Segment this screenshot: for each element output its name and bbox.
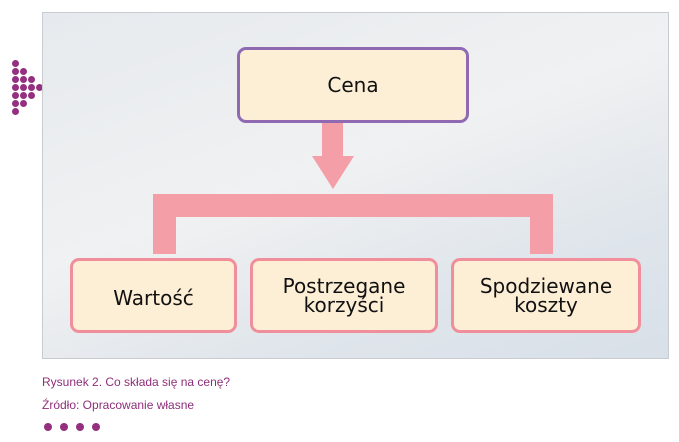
- node-spodziewane-koszty: Spodziewane koszty: [451, 258, 641, 333]
- node-label-line-1: Spodziewane: [479, 273, 613, 298]
- dot: [20, 92, 27, 99]
- node-label-line-1: Postrzegane: [282, 273, 406, 298]
- dot: [20, 68, 27, 75]
- dot: [36, 84, 43, 91]
- connector-arrow-head: [312, 156, 354, 189]
- node-label: Wartość: [113, 286, 194, 310]
- connector-bracket-bar: [153, 194, 553, 217]
- dot: [20, 100, 27, 107]
- source-caption: Źródło: Opracowanie własne: [42, 398, 195, 412]
- decorative-dots-icon: [44, 423, 104, 433]
- connector-bracket-left-leg: [153, 194, 176, 254]
- dot: [28, 92, 35, 99]
- dot: [12, 60, 19, 67]
- dot: [12, 92, 19, 99]
- node-wartosc: Wartość: [70, 258, 237, 333]
- dot: [28, 76, 35, 83]
- node-label-line-2: korzyści: [303, 292, 385, 317]
- diagram-panel: Cena Wartość Postrzegane korzyści Spodzi…: [42, 12, 669, 359]
- connector-bracket-right-leg: [530, 194, 553, 254]
- dot: [12, 108, 19, 115]
- dot: [28, 84, 35, 91]
- dot: [20, 76, 27, 83]
- dot: [12, 76, 19, 83]
- figure-caption: Rysunek 2. Co składa się na cenę?: [42, 375, 231, 389]
- connector-arrow-stem: [322, 119, 343, 157]
- node-label: Cena: [327, 72, 379, 97]
- dot: [12, 100, 19, 107]
- node-cena: Cena: [237, 47, 469, 123]
- dot: [20, 84, 27, 91]
- node-label-line-2: koszty: [514, 292, 578, 317]
- node-postrzegane-korzysci: Postrzegane korzyści: [250, 258, 438, 333]
- dot: [12, 84, 19, 91]
- dot: [12, 68, 19, 75]
